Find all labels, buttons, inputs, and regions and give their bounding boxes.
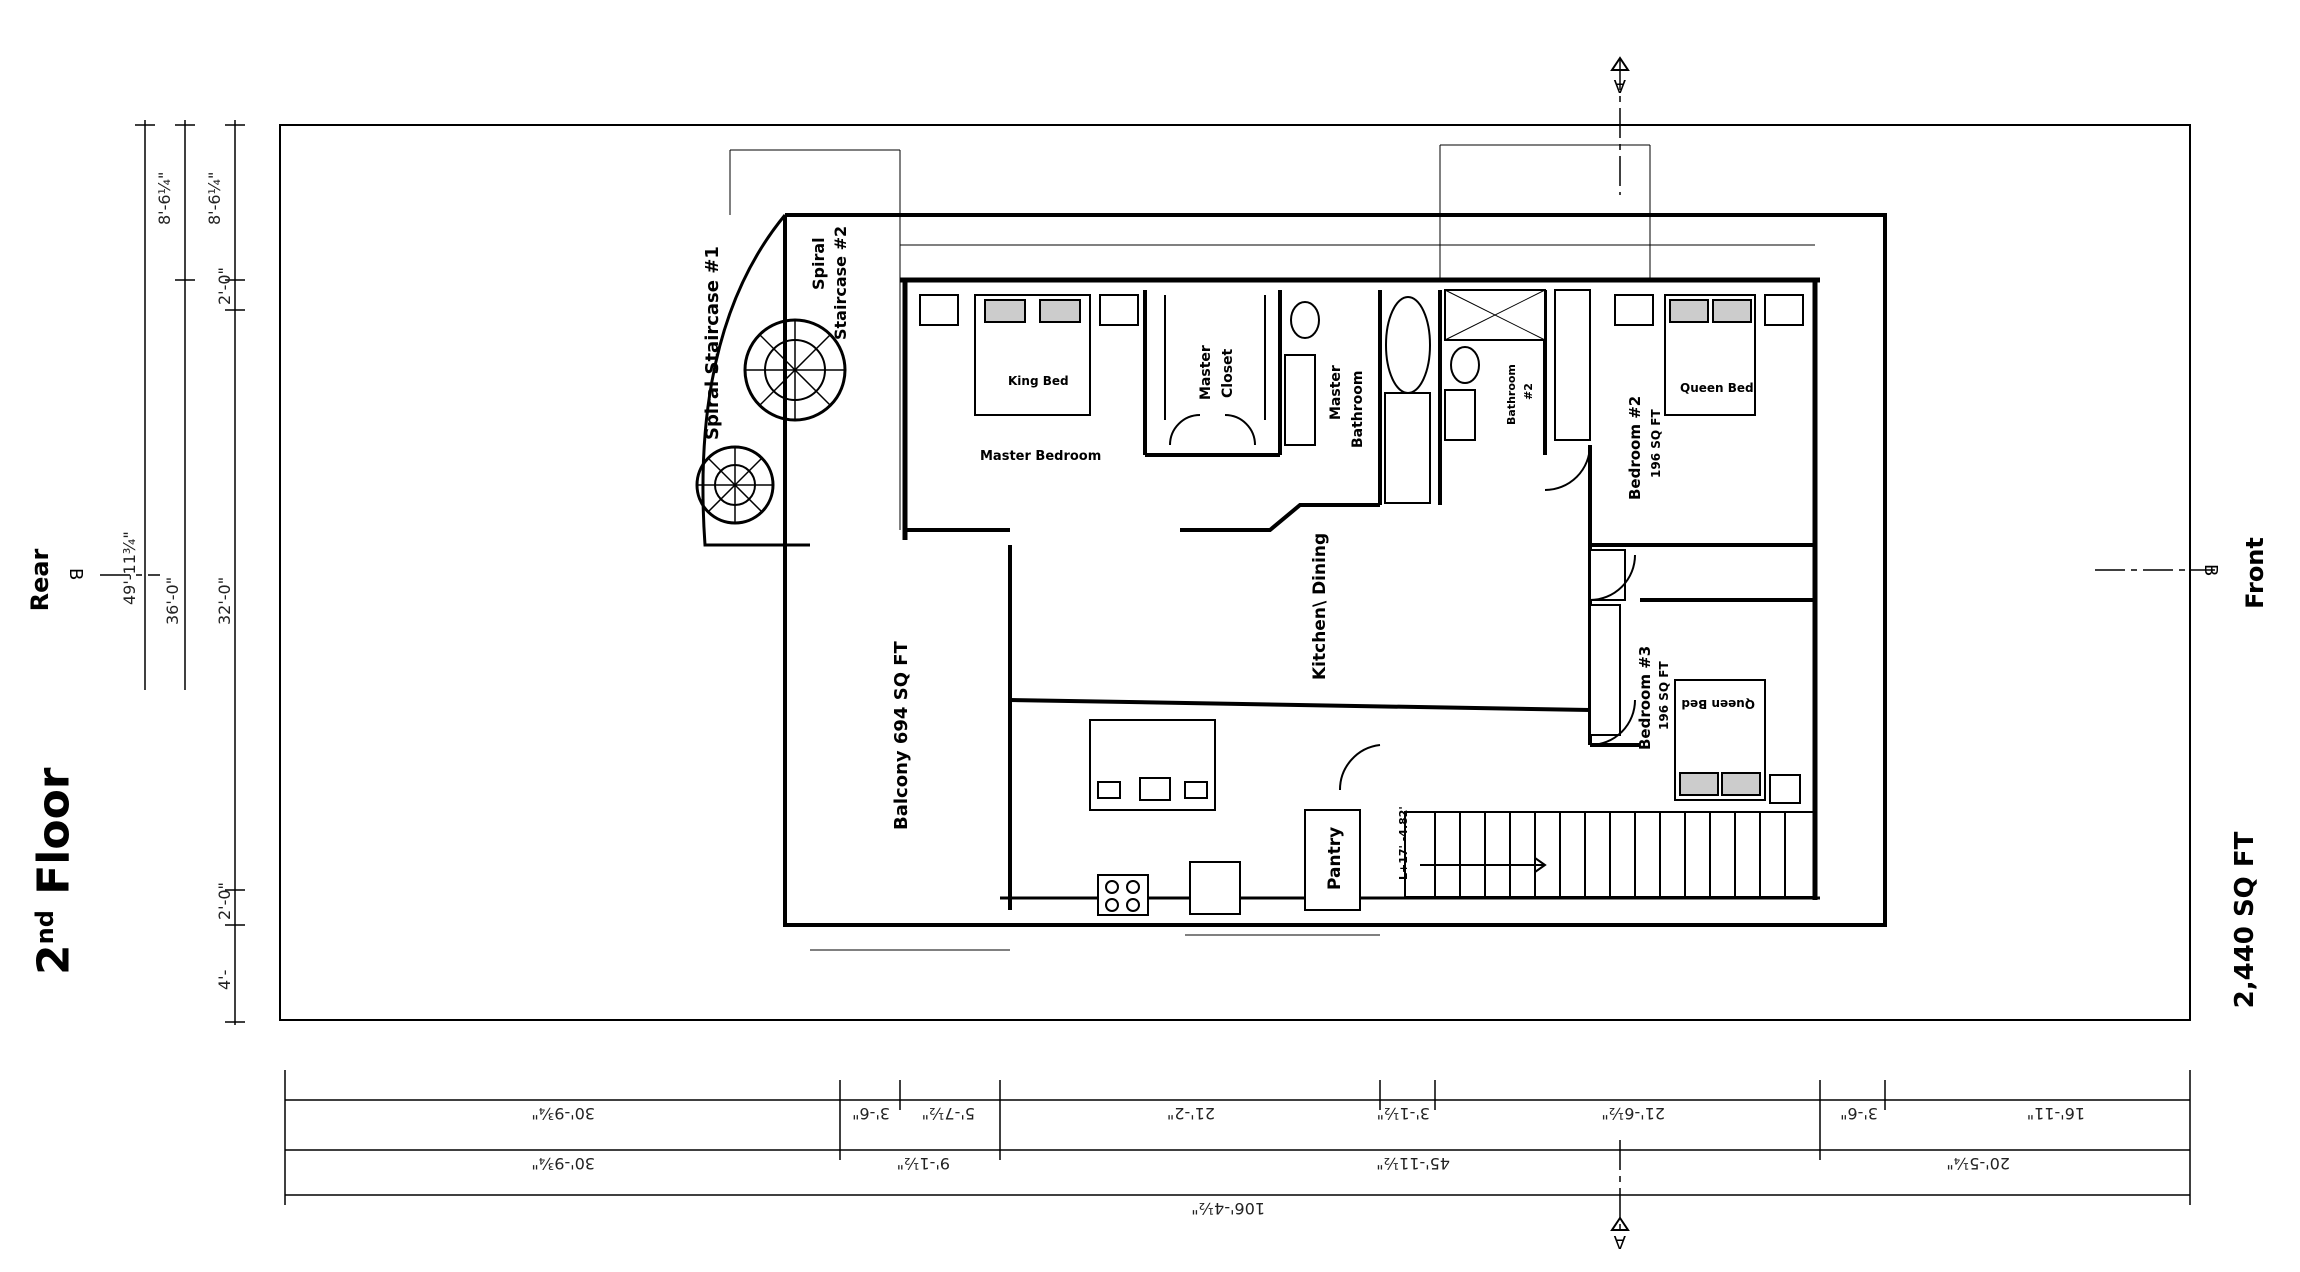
main-staircase [1404, 811, 1816, 898]
stove [1097, 874, 1149, 916]
dim-left-3: 2'-0" [215, 267, 234, 305]
label-bathroom-2b: #2 [1522, 383, 1535, 400]
section-b-left: B [65, 568, 86, 580]
dim-r1-7: 3'-6" [1840, 1104, 1878, 1123]
label-queen-bed-2: Queen Bed [1681, 697, 1755, 711]
dim-left-1: 8'-6¼" [155, 172, 174, 225]
dim-r1-5: 3'-1½" [1377, 1104, 1430, 1123]
toilet-bath-2 [1450, 346, 1480, 384]
dim-r2-2: 9'-1½" [897, 1154, 950, 1173]
label-master-bath-b: Bathroom [1350, 370, 1366, 448]
label-master-bath-a: Master [1328, 365, 1344, 420]
bottom-dimensions [284, 1070, 2191, 1205]
dim-left-7: 2'-0" [215, 882, 234, 920]
label-stair-note: L+17' -4.82' [1397, 806, 1410, 880]
label-kitchen: Kitchen\ Dining [1310, 533, 1330, 680]
total-area-label: 2,440 SQ FT [2230, 831, 2260, 1009]
label-spiral-2a: Spiral [809, 237, 828, 290]
label-master-closet-a: Master [1198, 345, 1214, 400]
dim-r3-1: 106'-4½" [1191, 1199, 1265, 1218]
dim-r2-4: 20'-5¼" [1946, 1154, 2010, 1173]
label-pantry: Pantry [1325, 827, 1345, 890]
dim-r1-4: 21'-2" [1167, 1104, 1215, 1123]
label-master-closet-b: Closet [1220, 348, 1236, 398]
label-balcony: Balcony 694 SQ FT [891, 640, 912, 830]
refrigerator [1189, 861, 1241, 915]
floor-title: 2nd Floor [15, 767, 80, 975]
section-b-right: B [2200, 564, 2221, 576]
rear-label: Rear [26, 548, 54, 612]
room-labels: Spiral Staircase #1 Spiral Staircase #2 … [702, 226, 1755, 890]
left-dimensions [135, 120, 245, 1025]
furniture [919, 289, 1804, 916]
dim-r1-6: 21'-6½" [1601, 1104, 1665, 1123]
label-bedroom-3: Bedroom #3 [1636, 646, 1654, 750]
label-queen-bed-1: Queen Bed [1680, 381, 1754, 395]
label-bedroom-2-area: 196 SQ FT [1649, 409, 1663, 478]
dim-r1-1: 30'-9¾" [531, 1104, 595, 1123]
section-a-top: A [1613, 75, 1626, 96]
floor-word: Floor [28, 767, 80, 911]
section-a-bottom: A [1613, 1231, 1626, 1252]
label-master-bedroom: Master Bedroom [980, 449, 1101, 464]
shower [1384, 392, 1431, 504]
lot-boundary [279, 124, 2191, 1021]
label-spiral-1: Spiral Staircase #1 [702, 246, 723, 440]
label-bedroom-2: Bedroom #2 [1626, 396, 1644, 500]
label-spiral-2b: Staircase #2 [831, 226, 850, 340]
floor-number: 2 [28, 944, 80, 975]
pantry-box [1304, 809, 1361, 911]
dim-left-5: 36'-0" [163, 577, 182, 625]
dim-left-2: 8'-6¼" [205, 172, 224, 225]
dim-r2-3: 45'-11½" [1376, 1154, 1450, 1173]
front-label: Front [2241, 537, 2269, 609]
toilet-master [1290, 301, 1320, 339]
dim-r1-3: 5'-7½" [922, 1104, 975, 1123]
dim-r1-2: 3'-6" [852, 1104, 890, 1123]
dim-left-4: 49'-11¾" [120, 531, 139, 605]
dim-r2-1: 30'-9¾" [531, 1154, 595, 1173]
bathtub [1385, 296, 1431, 394]
label-bedroom-3-area: 196 SQ FT [1657, 661, 1671, 730]
dim-left-8: 4'- [215, 970, 234, 990]
label-king-bed: King Bed [1008, 374, 1069, 388]
floor-ordinal: nd [31, 910, 59, 945]
dim-left-6: 32'-0" [215, 577, 234, 625]
section-markers: A A B B [65, 56, 2221, 1252]
dim-r1-8: 16'-11" [2027, 1104, 2085, 1123]
label-bathroom-2a: Bathroom [1505, 364, 1518, 425]
